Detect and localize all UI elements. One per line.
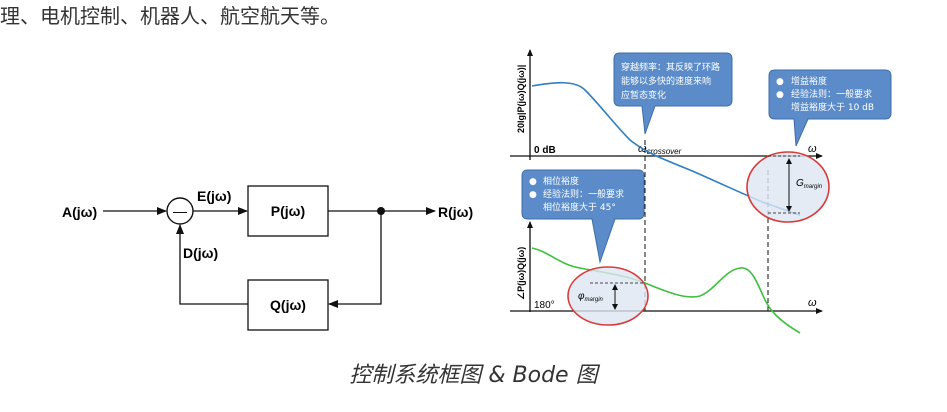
- callout-phase-bullet1: ●: [529, 177, 537, 187]
- phimargin-base: φ: [578, 291, 585, 302]
- feedback-label: D(jω): [183, 245, 218, 261]
- zero-db-label: 0 dB: [534, 145, 556, 156]
- feedback-path-left: [176, 224, 248, 305]
- deg180-label: 180°: [534, 300, 555, 311]
- callout-gain-margin: ● 增益裕度 ● 经验法则：一般要求 增益裕度大于 10 dB: [768, 69, 892, 147]
- phase-axis-label: ∠P(jω)Q(jω): [516, 247, 526, 300]
- controller-label: Q(jω): [270, 297, 306, 313]
- phase-margin-arrowhead-top: [612, 284, 618, 290]
- callout-gain-bullet1: ●: [776, 77, 784, 87]
- callout-crossover-line3: 应暂态变化: [621, 89, 666, 101]
- output-label: R(jω): [438, 204, 473, 220]
- callout-gain-line1: 增益裕度: [791, 75, 827, 87]
- feedback-path-right: [328, 211, 382, 308]
- callout-crossover-line2: 能够以多快的速度来响: [621, 75, 711, 87]
- block-diagram: A(jω) — E(jω) P(jω) R(jω) Q(jω) D(jω): [62, 185, 473, 331]
- gain-margin-label: Gmargin: [796, 178, 823, 190]
- gmargin-sub: margin: [804, 184, 823, 190]
- figure-caption: 控制系统框图 & Bode 图: [349, 363, 598, 388]
- phase-omega-label: ω: [808, 297, 817, 309]
- callout-crossover-line1: 穿越频率：其反映了环路: [621, 61, 720, 73]
- callout-crossover: 穿越频率：其反映了环路 能够以多快的速度来响 应暂态变化: [613, 52, 733, 135]
- phase-curve: [531, 247, 801, 334]
- crossover-sub: crossover: [647, 147, 682, 156]
- gain-margin-arrowhead-top: [786, 158, 792, 164]
- plant-label: P(jω): [271, 203, 305, 219]
- summing-sign: —: [173, 203, 187, 219]
- phase-margin-highlight: [567, 266, 649, 326]
- callout-gain-line2: 经验法则：一般要求: [791, 88, 872, 100]
- callout-phase-bullet2: ●: [529, 190, 537, 200]
- callout-gain-line3: 增益裕度大于 10 dB: [791, 101, 874, 113]
- gain-margin-highlight: [746, 151, 830, 223]
- mag-axis-label: 20lg|P(jω)Q(jω)|: [516, 65, 526, 133]
- callout-phase-line2: 经验法则：一般要求: [543, 188, 624, 200]
- phase-margin-label: φmargin: [578, 291, 604, 303]
- plant-block: [247, 185, 329, 237]
- intro-text: 理、电机控制、机器人、航空航天等。: [0, 4, 340, 28]
- input-label: A(jω): [62, 204, 97, 220]
- phimargin-sub: margin: [585, 297, 604, 303]
- callout-gain-bullet2: ●: [776, 90, 784, 100]
- control-diagram-figure: A(jω) — E(jω) P(jω) R(jω) Q(jω) D(jω) 20…: [62, 49, 892, 334]
- mag-omega-label: ω: [808, 143, 817, 155]
- gain-margin-arrowhead-bottom: [786, 206, 792, 212]
- callout-phase-margin: ● 相位裕度 ● 经验法则：一般要求 相位裕度大于 45°: [521, 169, 645, 264]
- callout-phase-line1: 相位裕度: [543, 175, 579, 187]
- gmargin-base: G: [796, 178, 804, 189]
- callout-phase-line3: 相位裕度大于 45°: [543, 201, 616, 213]
- controller-block: [247, 279, 329, 331]
- error-label: E(jω): [197, 188, 231, 204]
- phase-margin-arrowhead-bottom: [612, 304, 618, 310]
- bode-plot: 20lg|P(jω)Q(jω)| ∠P(jω)Q(jω) 0 dB 180° ω…: [510, 49, 892, 334]
